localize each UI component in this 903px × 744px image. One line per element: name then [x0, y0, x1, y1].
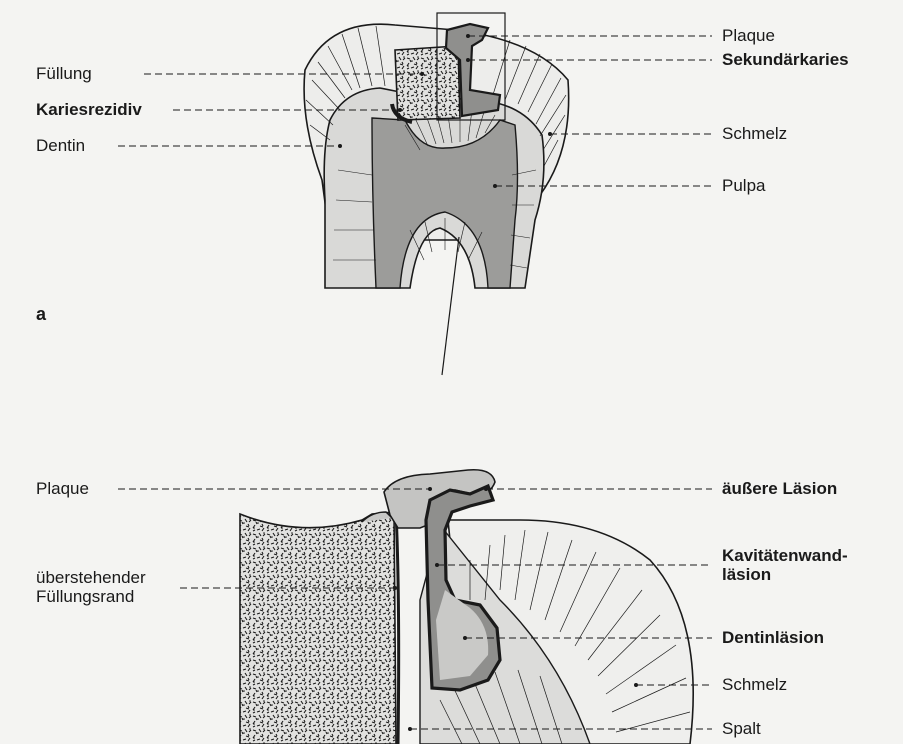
label-plaque-a: Plaque [722, 26, 775, 45]
label-pulpa: Pulpa [722, 176, 765, 195]
label-dentinlaesion: Dentinläsion [722, 628, 824, 647]
label-schmelz-b: Schmelz [722, 675, 787, 694]
detail-b-filling [240, 512, 396, 744]
label-ueberstehender-fuellungsrand: überstehender Füllungsrand [36, 568, 146, 606]
label-kavitaetenwand-line2: läsion [722, 565, 848, 584]
label-kavitaetenwand-line1: Kavitätenwand- [722, 546, 848, 565]
label-aeussere-laesion: äußere Läsion [722, 479, 837, 498]
panel-marker-a: a [36, 305, 46, 324]
detail-panel-b [240, 470, 693, 744]
zoom-link-line [442, 237, 459, 375]
label-plaque-b: Plaque [36, 479, 89, 498]
label-kavitaetenwandlaesion: Kavitätenwand- läsion [722, 546, 848, 584]
tooth-a-filling [395, 46, 460, 120]
label-sekundaerkaries: Sekundärkaries [722, 50, 849, 69]
tooth-panel-a [304, 13, 569, 375]
label-fuellung: Füllung [36, 64, 92, 83]
label-spalt: Spalt [722, 719, 761, 738]
label-dentin: Dentin [36, 136, 85, 155]
label-fuellungsrand-line2: Füllungsrand [36, 587, 146, 606]
label-kariesrezidiv: Kariesrezidiv [36, 100, 142, 119]
label-schmelz-a: Schmelz [722, 124, 787, 143]
label-fuellungsrand-line1: überstehender [36, 568, 146, 587]
